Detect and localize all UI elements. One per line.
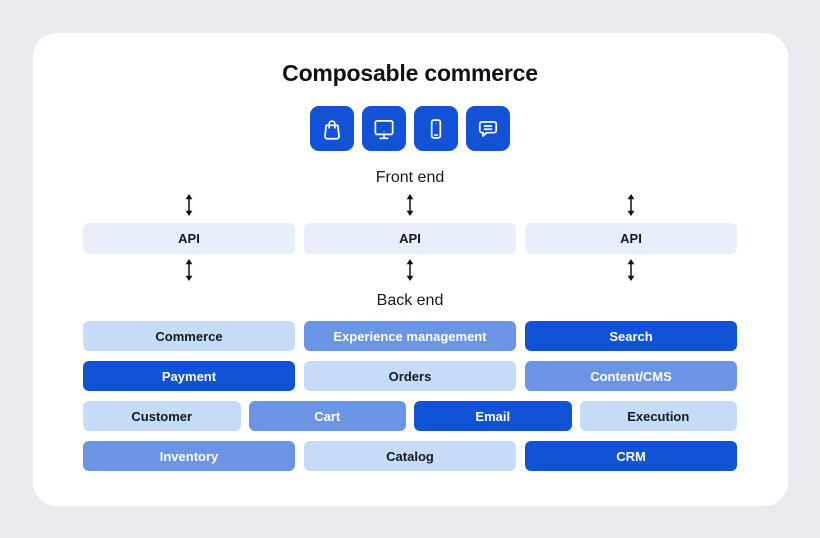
backend-box-label: Execution: [627, 408, 690, 424]
backend-box-execution: Execution: [579, 401, 737, 431]
diagram-card: Composable commerce: [33, 33, 788, 506]
api-bar: API: [83, 223, 295, 254]
frontend-label: Front end: [375, 169, 445, 186]
api-label: API: [620, 231, 642, 246]
double-arrow-icon: [406, 194, 414, 216]
api-bar: API: [304, 223, 516, 254]
chat-bubble-icon: [466, 106, 510, 151]
double-arrow-icon: [627, 259, 635, 281]
diagram-content: Composable commerce: [83, 33, 737, 506]
double-arrow-icon: [627, 194, 635, 216]
backend-box-commerce: Commerce: [83, 321, 295, 351]
backend-box-label: Content/CMS: [590, 368, 672, 384]
monitor-icon: [362, 106, 406, 151]
backend-box-orders: Orders: [304, 361, 516, 391]
backend-box-label: Payment: [161, 368, 217, 384]
backend-box-label: Customer: [131, 408, 193, 424]
backend-label: Back end: [376, 292, 444, 309]
backend-box-label: Experience management: [333, 328, 487, 344]
backend-box-search: Search: [525, 321, 737, 351]
backend-box-label: Catalog: [386, 448, 434, 464]
backend-box-customer: Customer: [83, 401, 241, 431]
frontend-arrow-row: [83, 194, 737, 216]
double-arrow-icon: [406, 259, 414, 281]
backend-box-email: Email: [414, 401, 572, 431]
double-arrow-icon: [185, 194, 193, 216]
shopping-bag-icon: [310, 106, 354, 151]
backend-box-content-cms: Content/CMS: [525, 361, 737, 391]
channel-icon-row: [83, 106, 737, 151]
backend-box-label: Orders: [388, 368, 432, 384]
backend-arrow-row: [83, 259, 737, 281]
page-title: Composable commerce: [282, 60, 538, 86]
api-row: API API API: [83, 223, 737, 254]
double-arrow-icon: [185, 259, 193, 281]
backend-box-label: CRM: [616, 448, 646, 464]
backend-row-2: Payment Orders Content/CMS: [83, 361, 737, 391]
api-label: API: [178, 231, 200, 246]
backend-box-payment: Payment: [83, 361, 295, 391]
mobile-phone-icon: [414, 106, 458, 151]
backend-box-label: Email: [475, 408, 511, 424]
backend-box-catalog: Catalog: [304, 441, 516, 471]
backend-box-crm: CRM: [525, 441, 737, 471]
backend-box-label: Search: [609, 328, 653, 344]
backend-box-cart: Cart: [248, 401, 406, 431]
backend-row-3: Customer Cart Email Execution: [83, 401, 737, 431]
backend-box-label: Cart: [314, 408, 341, 424]
api-bar: API: [525, 223, 737, 254]
backend-row-4: Inventory Catalog CRM: [83, 441, 737, 471]
backend-box-experience-management: Experience management: [304, 321, 516, 351]
backend-row-1: Commerce Experience management Search: [83, 321, 737, 351]
backend-box-label: Commerce: [155, 328, 223, 344]
backend-box-inventory: Inventory: [83, 441, 295, 471]
api-label: API: [399, 231, 421, 246]
backend-box-label: Inventory: [159, 448, 219, 464]
